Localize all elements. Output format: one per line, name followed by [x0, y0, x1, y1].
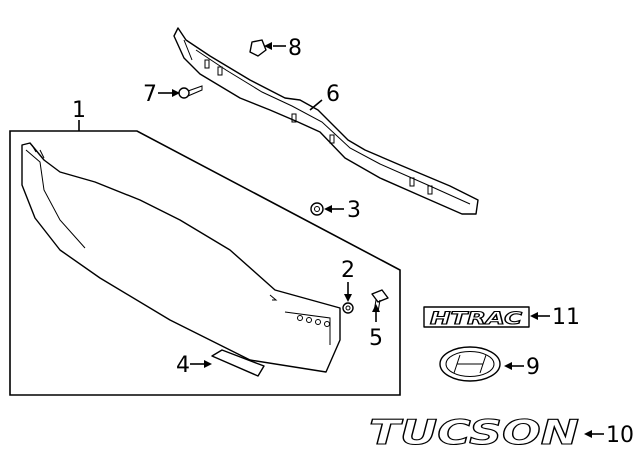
pad-part — [211, 349, 265, 377]
leader-lines — [78, 42, 604, 438]
callout-10: 10 — [606, 423, 634, 448]
callout-8: 8 — [288, 36, 302, 61]
htrac-emblem-text: HTRAC — [430, 309, 523, 329]
fastener-2-part — [342, 302, 354, 314]
callout-6: 6 — [326, 82, 340, 107]
bolt-5-part — [371, 289, 389, 313]
callout-3: 3 — [347, 198, 361, 223]
callout-7: 7 — [143, 82, 157, 107]
nut-part — [310, 202, 324, 216]
callout-1: 1 — [72, 98, 86, 123]
part-1-group-outline — [9, 130, 401, 396]
logo-emblem — [439, 346, 501, 382]
callout-9: 9 — [526, 355, 540, 380]
callout-4: 4 — [176, 353, 190, 378]
callout-5: 5 — [369, 326, 383, 351]
spoiler-part — [21, 142, 341, 373]
clip-part — [249, 39, 267, 57]
bracket-part — [173, 27, 479, 215]
htrac-emblem: HTRAC — [423, 306, 530, 330]
callout-11: 11 — [552, 305, 580, 330]
callout-2: 2 — [341, 258, 355, 283]
tucson-emblem-text: TUCSON — [369, 413, 579, 453]
screw-7-part — [178, 85, 203, 99]
